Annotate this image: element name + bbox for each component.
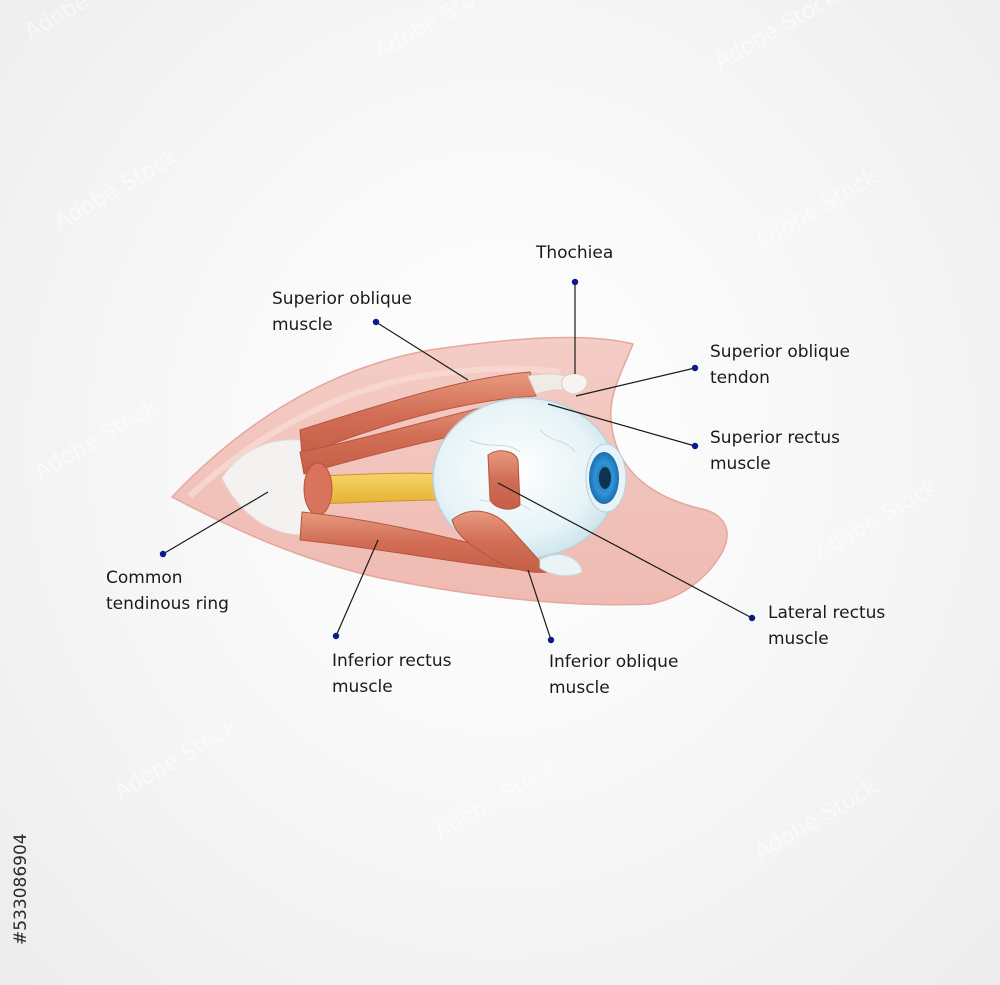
orbit-inner-rim bbox=[187, 365, 561, 499]
trochlea-shape bbox=[561, 373, 588, 395]
lateral-rectus-muscle-shape bbox=[487, 450, 521, 510]
label-line: muscle bbox=[332, 677, 393, 697]
label-superior-rectus-muscle: Superior rectus muscle bbox=[710, 425, 840, 477]
svg-text:Adobe Stock: Adobe Stock bbox=[111, 715, 243, 806]
label-line: Superior rectus bbox=[710, 428, 841, 448]
svg-text:Adobe Stock: Adobe Stock bbox=[371, 0, 503, 65]
label-common-tendinous-ring: Common tendinous ring bbox=[106, 565, 229, 617]
label-line: muscle bbox=[272, 315, 333, 335]
label-line: Superior oblique bbox=[710, 342, 850, 362]
optic-nerve bbox=[317, 472, 441, 505]
label-line: Lateral rectus bbox=[768, 603, 886, 623]
conjunctiva bbox=[539, 554, 583, 576]
label-superior-oblique-muscle: Superior oblique muscle bbox=[272, 286, 412, 338]
label-superior-oblique-tendon: Superior oblique tendon bbox=[710, 339, 850, 391]
optic-nerve-end bbox=[303, 462, 333, 516]
svg-text:Adobe Stock: Adobe Stock bbox=[31, 395, 163, 486]
leader-lines bbox=[162, 282, 753, 641]
svg-text:Adobe Stock: Adobe Stock bbox=[751, 165, 883, 256]
label-line: Inferior oblique bbox=[549, 652, 679, 672]
label-line: tendinous ring bbox=[106, 594, 229, 614]
svg-text:Adobe Stock: Adobe Stock bbox=[431, 755, 563, 846]
svg-text:Adobe Stock: Adobe Stock bbox=[751, 775, 883, 866]
label-line: Common bbox=[106, 568, 183, 588]
label-line: Inferior rectus bbox=[332, 651, 452, 671]
label-inferior-rectus-muscle: Inferior rectus muscle bbox=[332, 648, 451, 700]
svg-text:Adobe Stock: Adobe Stock bbox=[811, 475, 943, 566]
svg-text:Adobe Stock: Adobe Stock bbox=[21, 0, 153, 45]
label-line: muscle bbox=[710, 454, 771, 474]
label-thochiea: Thochiea bbox=[536, 240, 613, 266]
superior-oblique-muscle-shape bbox=[299, 371, 537, 457]
label-line: Thochiea bbox=[536, 243, 614, 263]
leader-dots bbox=[159, 278, 756, 644]
stock-id: #533086904 bbox=[11, 833, 31, 945]
pupil bbox=[599, 467, 611, 489]
label-line: muscle bbox=[549, 678, 610, 698]
label-lateral-rectus-muscle: Lateral rectus muscle bbox=[768, 600, 885, 652]
label-line: muscle bbox=[768, 629, 829, 649]
svg-text:Adobe Stock: Adobe Stock bbox=[51, 145, 183, 236]
svg-text:Adobe Stock: Adobe Stock bbox=[711, 0, 843, 75]
label-inferior-oblique-muscle: Inferior oblique muscle bbox=[549, 649, 678, 701]
stock-id-text: #533086904 bbox=[11, 833, 31, 945]
label-line: tendon bbox=[710, 368, 770, 388]
label-line: Superior oblique bbox=[272, 289, 412, 309]
